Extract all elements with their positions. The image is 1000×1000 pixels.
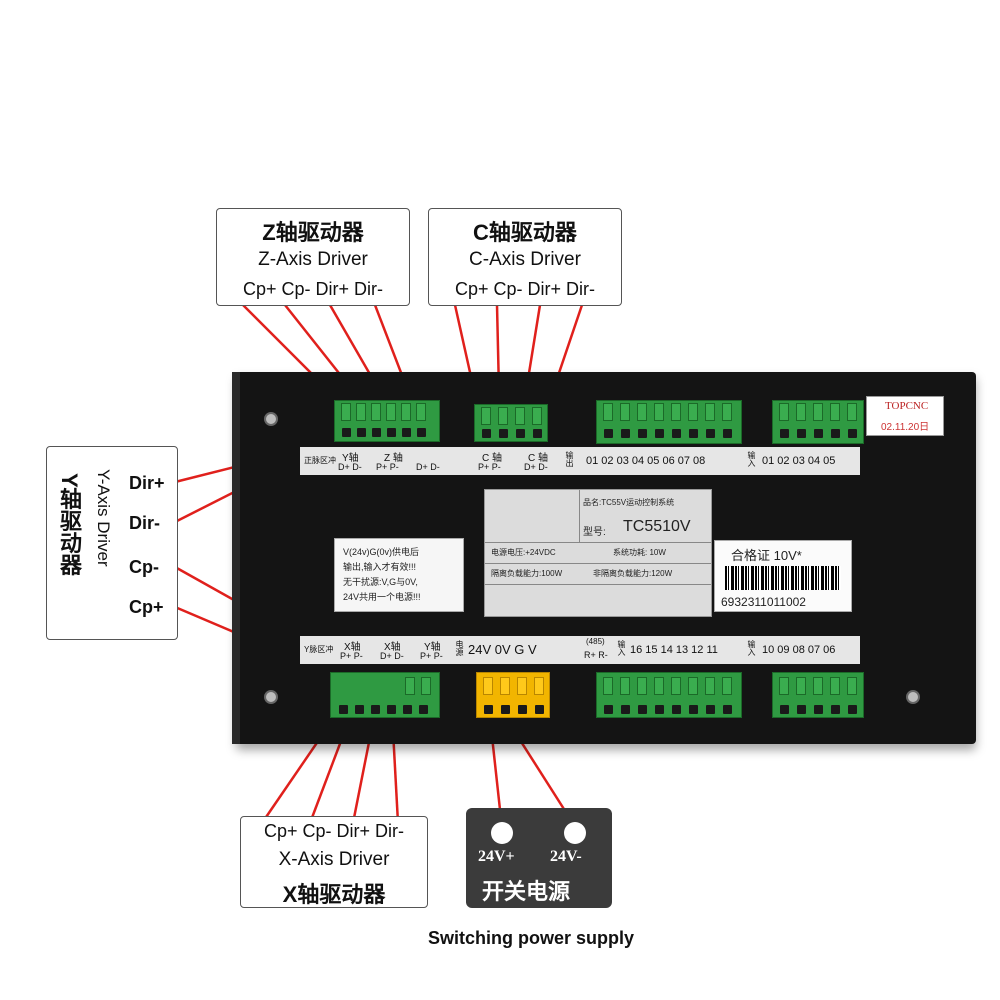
terminal-block-x-y-bottom[interactable]	[330, 672, 440, 718]
warning-line-4: 24V共用一个电源!!!	[343, 592, 421, 602]
bottom-y-pm: P+ P-	[420, 651, 443, 661]
top-out-nums: 01 02 03 04 05 06 07 08	[586, 455, 706, 467]
psu-terminal-minus	[564, 822, 586, 844]
bottom-x2: X轴	[384, 642, 401, 653]
top-out-label: 输出	[565, 451, 574, 467]
c-driver-title-cn: C轴驱动器	[473, 220, 577, 245]
bottom-label-strip: Y脉区冲 X轴 P+ P- X轴 D+ D- Y轴 P+ P- 电源 24V 0…	[300, 636, 860, 664]
y-driver-title-en: Y-Axis Driver	[94, 469, 113, 567]
x-axis-driver-label: Cp+ Cp- Dir+ Dir- X-Axis Driver X轴驱动器	[240, 816, 428, 908]
psu-plus-label: 24V+	[478, 848, 515, 865]
terminal-block-input-bottom-1[interactable]	[596, 672, 742, 718]
screw-bottom-right	[906, 690, 920, 704]
info-voltage: 电源电压:+24VDC	[491, 548, 556, 557]
top-pulse-label: 正脉区冲	[304, 456, 336, 465]
y-driver-title-cn: Y轴驱动器	[57, 473, 82, 576]
info-iso-load: 隔离负载能力:100W	[491, 569, 563, 578]
bottom-x1: X轴	[344, 642, 361, 653]
y-driver-pin-cp-minus: Cp-	[129, 557, 159, 577]
cert-barcode-number: 6932311011002	[721, 595, 806, 609]
warning-line-2: 输出,输入才有效!!!	[343, 562, 417, 572]
bottom-power-cn: 电源	[455, 640, 464, 656]
top-c-pm1: P+ P-	[478, 462, 501, 472]
c-axis-driver-label: C轴驱动器 C-Axis Driver Cp+ Cp- Dir+ Dir-	[428, 208, 622, 306]
barcode	[725, 566, 841, 590]
brand-stamp: 02.11.20日	[881, 422, 930, 433]
cert-title: 合格证 10V*	[731, 548, 802, 563]
terminal-block-c-top[interactable]	[474, 404, 548, 442]
terminal-block-y-z-top[interactable]	[334, 400, 440, 442]
switching-power-supply: 24V+ 24V- 开关电源	[466, 808, 612, 908]
info-power: 系统功耗: 10W	[613, 548, 666, 557]
bottom-y: Y轴	[424, 642, 441, 653]
panel-edge	[232, 372, 240, 744]
y-driver-pin-dir-minus: Dir-	[129, 513, 160, 533]
bottom-in-nums-2: 10 09 08 07 06	[762, 644, 836, 656]
z-driver-title-en: Z-Axis Driver	[258, 249, 368, 270]
top-c-axis2: C 轴	[528, 453, 548, 464]
bottom-in-label-2: 输入	[747, 640, 756, 656]
brand-sticker: TOPCNC 02.11.20日	[866, 396, 944, 436]
bottom-power-pins: 24V 0V G V	[468, 642, 537, 657]
terminal-block-input-bottom-2[interactable]	[772, 672, 864, 718]
screw-top-left	[264, 412, 278, 426]
certificate-sticker: 合格证 10V* 6932311011002	[714, 540, 852, 612]
z-axis-driver-label: Z轴驱动器 Z-Axis Driver Cp+ Cp- Dir+ Dir-	[216, 208, 410, 306]
terminal-block-output[interactable]	[596, 400, 742, 444]
warning-line-1: V(24v)G(0v)供电后	[343, 547, 420, 557]
c-driver-title-en: C-Axis Driver	[469, 249, 581, 270]
x-driver-title-en: X-Axis Driver	[278, 849, 390, 870]
top-in-label: 输入	[747, 451, 756, 467]
bottom-in-nums-1: 16 15 14 13 12 11	[630, 644, 718, 656]
x-driver-title-cn: X轴驱动器	[282, 882, 386, 907]
psu-terminal-plus	[491, 822, 513, 844]
c-driver-pins: Cp+ Cp- Dir+ Dir-	[454, 279, 596, 299]
top-in-nums: 01 02 03 04 05	[762, 455, 836, 467]
bottom-rs485-pins: R+ R-	[584, 650, 608, 660]
y-axis-driver-label: Y-Axis Driver Y轴驱动器 Dir+ Dir- Cp- Cp+	[46, 446, 178, 640]
x-driver-pins: Cp+ Cp- Dir+ Dir-	[263, 821, 405, 841]
top-label-strip: 正脉区冲 Y轴 D+ D- Z 轴 P+ P- D+ D- C 轴 P+ P- …	[300, 447, 860, 475]
psu-cn-label: 开关电源	[482, 879, 571, 904]
z-driver-title-cn: Z轴驱动器	[262, 220, 364, 245]
top-z-axis: Z 轴	[384, 453, 403, 464]
bottom-rs485: (485)	[586, 637, 605, 646]
info-non-iso-load: 非隔离负载能力:120W	[593, 569, 673, 578]
info-product: 品名:TC55V运动控制系统	[583, 498, 675, 507]
info-model: TC5510V	[623, 518, 691, 535]
terminal-block-input-top[interactable]	[772, 400, 864, 444]
top-c-pm2: D+ D-	[524, 462, 548, 472]
bottom-pulse-label: Y脉区冲	[304, 645, 334, 654]
z-driver-pins: Cp+ Cp- Dir+ Dir-	[242, 279, 384, 299]
bottom-x1-pm: P+ P-	[340, 651, 363, 661]
psu-minus-label: 24V-	[550, 848, 582, 865]
power-terminal-block[interactable]	[476, 672, 550, 718]
warning-sticker: V(24v)G(0v)供电后 输出,输入才有效!!! 无干扰源:V,G与0V, …	[334, 538, 464, 612]
y-driver-pin-dir-plus: Dir+	[129, 473, 165, 493]
info-model-label: 型号:	[583, 527, 606, 538]
top-y-axis: Y轴	[342, 453, 359, 464]
brand-name: TOPCNC	[885, 400, 929, 412]
bottom-in-label-1: 输入	[617, 640, 626, 656]
top-z-pm1: P+ P-	[376, 462, 399, 472]
psu-caption: Switching power supply	[428, 928, 635, 948]
top-y-pm: D+ D-	[338, 462, 362, 472]
y-driver-pin-cp-plus: Cp+	[129, 597, 164, 617]
top-c-axis1: C 轴	[482, 453, 502, 464]
screw-bottom-left	[264, 690, 278, 704]
top-z-pm2: D+ D-	[416, 462, 440, 472]
info-plate: 品名:TC55V运动控制系统 型号: TC5510V 电源电压:+24VDC 系…	[484, 489, 712, 617]
bottom-x2-pm: D+ D-	[380, 651, 404, 661]
warning-line-3: 无干扰源:V,G与0V,	[343, 577, 418, 587]
